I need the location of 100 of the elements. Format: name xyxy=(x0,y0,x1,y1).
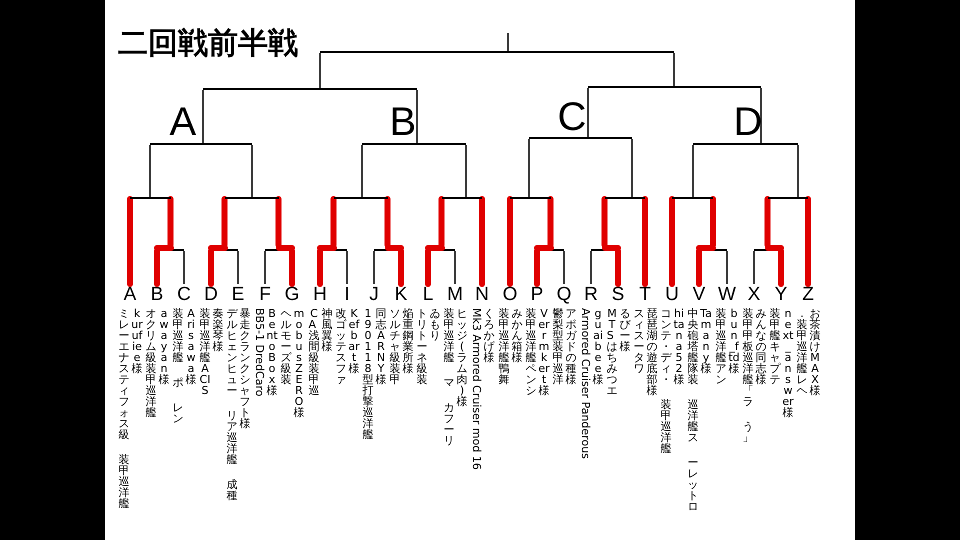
entrant-name: ゐもり xyxy=(429,308,441,341)
ship-name: オクリム級装甲巡洋艦 xyxy=(145,308,157,418)
bracket-line xyxy=(673,53,675,86)
ship-name: 装甲巡洋艦アン xyxy=(715,308,727,385)
entrant-name: ヒッジ(ラム肉)様 xyxy=(456,308,468,407)
entrant-name: Tamany様 xyxy=(700,308,712,374)
bracket-line xyxy=(631,139,633,197)
ship-name: リア巡洋艦 xyxy=(226,410,238,465)
bracket-line xyxy=(371,245,401,251)
title: 二回戦前半戦 xyxy=(118,26,298,62)
bracket-line xyxy=(590,251,592,284)
group-label: C xyxy=(558,95,586,139)
bracket-line xyxy=(587,88,589,137)
bracket-line xyxy=(362,143,466,145)
ship-name: ヘルモーズ級装 xyxy=(280,308,292,385)
ship-name: トリトーネ級装 xyxy=(416,308,428,385)
winner-line xyxy=(425,248,431,287)
bracket-line xyxy=(361,145,363,197)
winner-line xyxy=(642,196,648,287)
entry-letter: J xyxy=(364,284,384,306)
ship-name: 装甲甲板巡洋艦「ラ xyxy=(742,308,754,407)
winner-line xyxy=(154,248,160,287)
ship-name: 190118型打撃巡洋艦 xyxy=(362,308,374,440)
winner-line xyxy=(764,196,770,248)
entrant-name: Kefbart様 xyxy=(348,308,360,374)
entrant-name: mobusZERO様 xyxy=(293,308,305,418)
entry-letter: F xyxy=(255,284,275,306)
entry-letter: V xyxy=(689,284,709,306)
entrant-name: みかん箱様 xyxy=(511,308,523,363)
ship-name: 装甲巡洋艦ACIS xyxy=(199,308,211,396)
entry-letter: X xyxy=(744,284,764,306)
entry-letter: S xyxy=(608,284,628,306)
entrant-name: 奏楽琴様 xyxy=(212,308,224,352)
entry-letter: B xyxy=(147,284,167,306)
winner-line xyxy=(330,196,336,248)
bracket-line xyxy=(203,88,417,90)
bracket-line xyxy=(753,251,755,284)
entrant-name: guaibee様 xyxy=(592,308,604,385)
bracket-line xyxy=(149,145,151,197)
entry-letter: P xyxy=(527,284,547,306)
entry-letter: L xyxy=(418,284,438,306)
ship-name: 鬱梨型装甲巡洋 xyxy=(552,308,564,385)
entry-letter: D xyxy=(201,284,221,306)
entry-letter: N xyxy=(472,284,492,306)
winner-line xyxy=(438,196,444,248)
entry-letter: K xyxy=(391,284,411,306)
ship-name: MTS はちみつエ xyxy=(606,308,618,396)
bracket-line xyxy=(528,139,530,197)
bracket-line xyxy=(768,197,808,199)
entrant-name: くろかげ様 xyxy=(483,308,495,363)
entry-letter: Z xyxy=(798,284,818,306)
winner-line xyxy=(548,196,554,248)
winner-line xyxy=(778,248,784,287)
bracket-line xyxy=(334,197,388,199)
group-label: A xyxy=(170,100,196,144)
winner-line xyxy=(276,196,282,248)
bracket-line xyxy=(760,88,762,143)
entry-letter: W xyxy=(717,284,737,306)
bracket-line xyxy=(588,245,618,251)
entry-letter: G xyxy=(282,284,302,306)
bracket-line xyxy=(251,145,253,197)
bracket-line xyxy=(672,197,713,199)
ship-name: 中央砲塔艦隊装 xyxy=(687,308,699,385)
ship-name: 改ゴッテスファ xyxy=(335,308,347,385)
winner-line xyxy=(317,248,323,287)
entry-letter: A xyxy=(120,284,140,306)
entrant-name: Verrmkert様 xyxy=(538,308,550,396)
entrant-name: るびー様 xyxy=(619,308,631,352)
entrant-name: 神風翼様 xyxy=(321,308,333,352)
ship-name: 装甲巡洋艦 xyxy=(118,454,130,509)
entrant-name: 暴走クランクシャフト様 xyxy=(239,308,251,429)
bracket-line xyxy=(150,143,252,145)
ship-name: う」 xyxy=(742,421,754,443)
entrant-name: awayan様 xyxy=(158,308,170,385)
bracket-line xyxy=(507,33,509,51)
entrant-name: kurufiee様 xyxy=(131,308,143,374)
winner-line xyxy=(696,248,702,287)
bracket-line xyxy=(425,245,455,251)
winner-line xyxy=(805,196,811,287)
ship-name: 成種 xyxy=(226,479,238,501)
ship-name: 巡洋艦ス xyxy=(687,399,699,443)
entry-letter: M xyxy=(445,284,465,306)
entrant-name: 同志ARNY様 xyxy=(375,308,387,385)
bracket-line xyxy=(588,86,761,88)
ship-name: 装甲巡洋艦鴨舞 xyxy=(498,308,510,385)
entry-letter: Y xyxy=(771,284,791,306)
entry-letter: R xyxy=(581,284,601,306)
bracket-line xyxy=(208,245,238,251)
bracket-line xyxy=(416,90,418,143)
ship-name: ソルチャ級装甲 xyxy=(389,308,401,385)
entrant-name: お茶漬けMAX様 xyxy=(809,308,821,396)
entry-letter: Q xyxy=(554,284,574,306)
bracket-line xyxy=(319,53,321,88)
ship-name: ポ xyxy=(172,377,184,388)
bracket-line xyxy=(183,251,185,284)
ship-name: ミレーエナスティフォス級 xyxy=(118,308,130,440)
ship-name: スィスータワ xyxy=(633,308,645,374)
winner-line xyxy=(507,196,513,287)
bracket-line xyxy=(692,145,694,197)
bracket-line xyxy=(797,145,799,197)
